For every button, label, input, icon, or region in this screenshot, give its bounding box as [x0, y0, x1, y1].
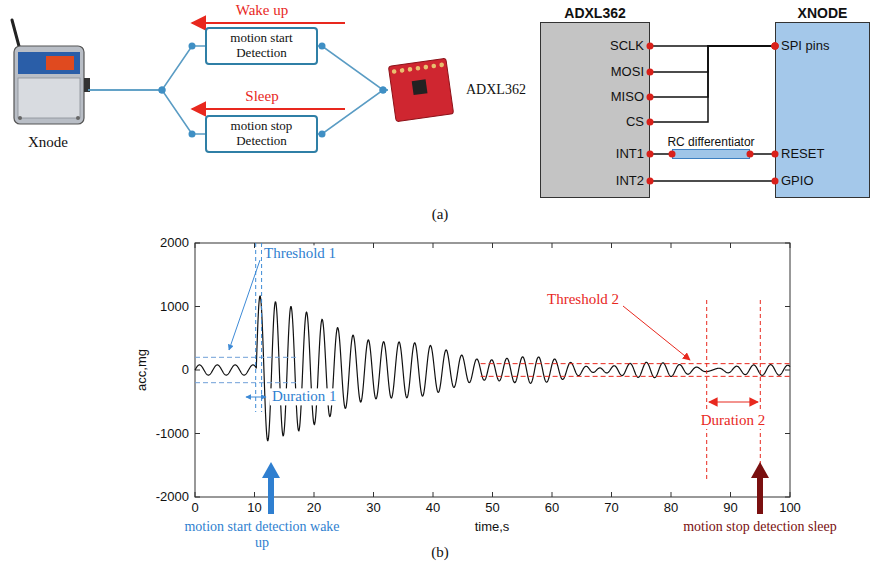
tick-label: 2000	[160, 236, 189, 251]
sensor-board: ADXL362	[388, 58, 454, 122]
axis-title: acc,mg	[135, 349, 150, 391]
adxl362-board	[388, 58, 453, 122]
junction-dot	[647, 43, 654, 50]
panel-label: (a)	[432, 206, 449, 223]
tick-label: 90	[723, 501, 737, 516]
signal-wire	[750, 153, 775, 155]
pin-name: INT1	[616, 147, 644, 162]
junction-dot	[647, 119, 654, 126]
junction-dot	[669, 151, 676, 158]
tick-label: 60	[545, 501, 559, 516]
annotation-label: Threshold 2	[545, 291, 621, 308]
filter-block: RC differentiator	[672, 149, 750, 159]
tick-label: 50	[485, 501, 499, 516]
signal-wire	[650, 153, 672, 155]
junction-dot	[772, 43, 779, 50]
junction-dot	[747, 151, 754, 158]
acceleration-chart	[195, 243, 790, 514]
signal-label: Sleep	[245, 88, 278, 105]
tick-label: 100	[779, 501, 801, 516]
junction-dot	[189, 43, 196, 50]
process-box: motion stop Detection	[205, 115, 318, 153]
tick-label: 70	[604, 501, 618, 516]
pin-name: MISO	[611, 90, 644, 105]
junction-dot	[159, 87, 166, 94]
junction-dot	[647, 69, 654, 76]
junction-dot	[159, 87, 166, 94]
node-heading: RC differentiator	[667, 135, 754, 149]
junction-dot	[647, 94, 654, 101]
link-line	[318, 90, 388, 134]
node-heading: XNODE	[798, 5, 848, 21]
node-heading: ADXL362	[564, 5, 625, 21]
axis-title: time,s	[475, 520, 510, 535]
pin-name: MOSI	[611, 65, 644, 80]
pin-name: INT2	[616, 174, 644, 189]
junction-dot	[319, 131, 326, 138]
tick-label: 20	[307, 501, 321, 516]
process-box: motion start Detection	[205, 27, 318, 65]
junction-dot	[772, 151, 779, 158]
signal-wire	[650, 46, 775, 72]
tick-label: 40	[426, 501, 440, 516]
pin-name: SPI pins	[781, 39, 829, 54]
xnode-device: Xnode	[8, 36, 88, 128]
junction-dot	[189, 131, 196, 138]
junction-dot	[772, 178, 779, 185]
link-line	[88, 46, 205, 90]
annotation-label: Duration 2	[699, 412, 768, 429]
junction-dot	[647, 151, 654, 158]
tick-label: -1000	[156, 426, 189, 441]
annotation-label: Threshold 1	[262, 245, 338, 262]
tick-label: 0	[182, 363, 189, 378]
node-heading: ADXL362	[466, 82, 526, 98]
annotation-label: motion start detection wake up	[177, 519, 347, 551]
junction-dot	[647, 178, 654, 185]
pin-name: GPIO	[781, 174, 814, 189]
sleep-arrow	[192, 108, 345, 110]
junction-dot	[380, 87, 387, 94]
node-heading: Xnode	[28, 134, 68, 151]
pin-name: SCLK	[610, 39, 644, 54]
junction-dot	[380, 87, 387, 94]
signal-wire	[650, 46, 775, 122]
link-line	[318, 46, 388, 90]
junction-dot	[772, 43, 779, 50]
junction-dot	[319, 43, 326, 50]
panel-label: (b)	[431, 544, 449, 561]
link-line	[88, 90, 205, 134]
tick-label: 30	[366, 501, 380, 516]
annotation-label: motion stop detection sleep	[675, 519, 845, 535]
signal-label: Wake up	[236, 2, 289, 19]
wake-arrow	[192, 22, 345, 24]
signal-wire	[650, 46, 775, 97]
tick-label: 10	[247, 501, 261, 516]
annotation-label: Duration 1	[270, 388, 339, 405]
tick-label: 1000	[160, 299, 189, 314]
node-text: motion stop Detection	[211, 119, 312, 149]
junction-dot	[772, 43, 779, 50]
tick-label: 0	[191, 501, 198, 516]
node-text: motion start Detection	[211, 31, 312, 61]
pin-name: CS	[626, 115, 644, 130]
junction-dot	[772, 43, 779, 50]
xnode-photo	[12, 20, 90, 124]
tick-label: 80	[664, 501, 678, 516]
signal-wire	[650, 180, 775, 182]
pin-name: RESET	[781, 147, 824, 162]
tick-label: -2000	[156, 490, 189, 505]
